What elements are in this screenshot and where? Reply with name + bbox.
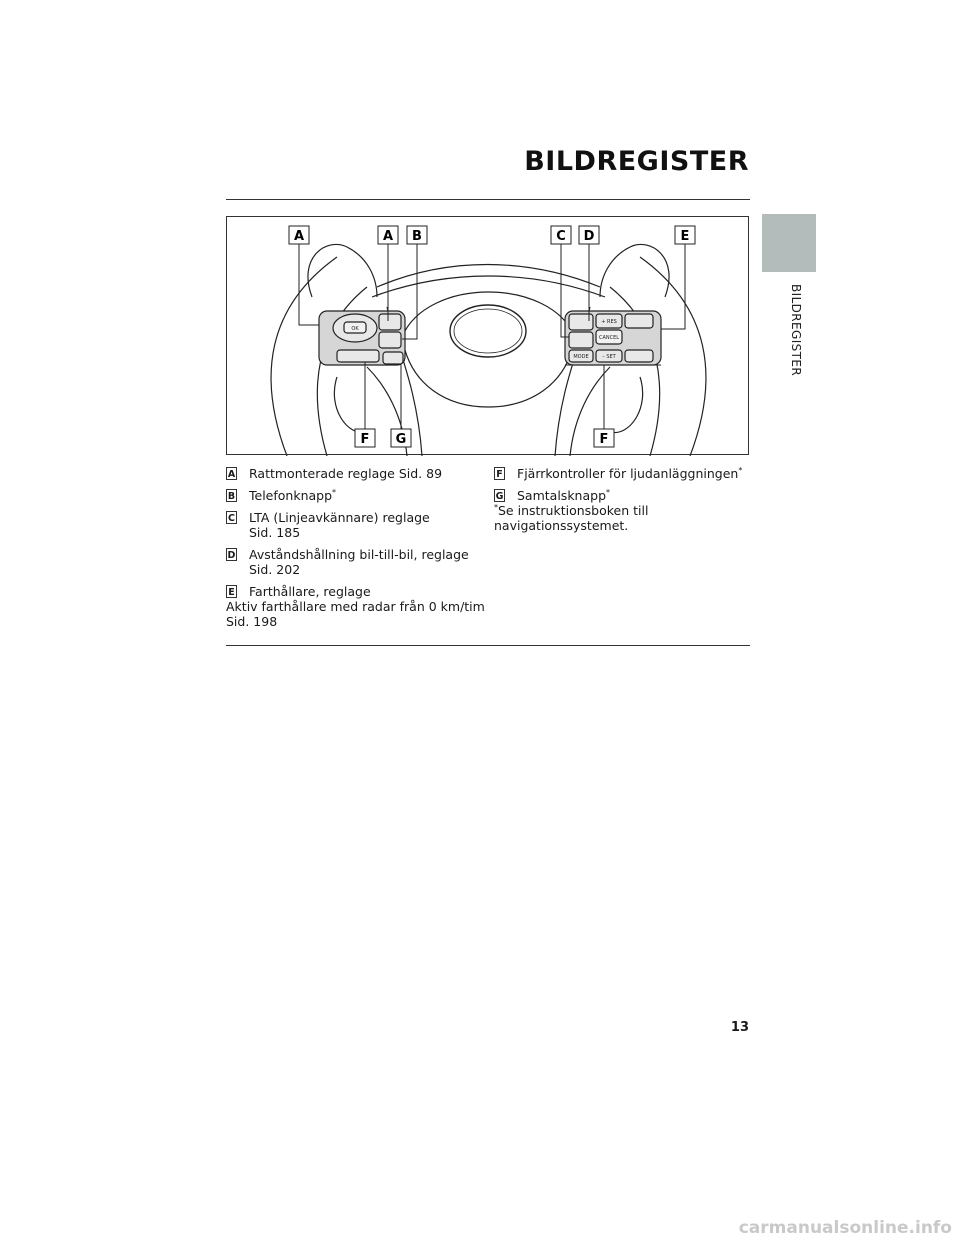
callout-e: E (681, 229, 690, 244)
bottom-divider (226, 645, 750, 646)
legend-letter: B (226, 489, 237, 502)
legend-text: LTA (Linjeavkännare) reglage (249, 510, 430, 525)
asterisk-marker: * (738, 465, 743, 475)
res-button-label: + RES (601, 319, 617, 325)
steering-wheel-figure: OK + RES CANCEL – SET MODE A A B (226, 216, 749, 456)
legend-letter: E (226, 585, 237, 598)
legend-right-column: F Fjärrkontroller för ljudanläggningen* … (494, 466, 756, 533)
callout-a-left: A (294, 229, 304, 244)
asterisk-marker: * (332, 487, 337, 497)
legend-letter: C (226, 511, 237, 524)
asterisk-marker: * (606, 487, 611, 497)
top-divider (226, 199, 750, 200)
legend-item-e: E Farthållare, reglage Aktiv farthållare… (226, 584, 485, 629)
mode-button-label: MODE (573, 354, 588, 360)
section-tab (762, 214, 816, 272)
legend-letter: G (494, 489, 505, 502)
legend-item-c: C LTA (Linjeavkännare) reglage Sid. 185 (226, 510, 476, 540)
legend-text: Farthållare, reglage (249, 584, 371, 599)
legend-text: Samtalsknapp* (517, 487, 611, 503)
callout-a-right: A (383, 229, 393, 244)
set-button-label: – SET (602, 354, 616, 360)
legend-text: Avståndshållning bil-till-bil, reglage (249, 547, 469, 562)
callout-b: B (412, 229, 422, 244)
legend-item-d: D Avståndshållning bil-till-bil, reglage… (226, 547, 476, 577)
callout-d: D (584, 229, 595, 244)
legend-page-ref[interactable]: Sid. 185 (249, 525, 301, 540)
footnote: *Se instruktionsboken till (494, 503, 756, 518)
callout-f-left: F (361, 432, 370, 447)
callout-c: C (556, 229, 566, 244)
section-tab-label: BILDREGISTER (789, 284, 803, 377)
ok-button-label: OK (351, 326, 359, 332)
legend-page-ref[interactable]: Sid. 202 (249, 562, 301, 577)
footnote-marker: * (494, 502, 498, 512)
callout-g: G (396, 432, 407, 447)
footnote-line-1: Se instruktionsboken till (498, 503, 649, 518)
legend-item-b: B Telefonknapp* (226, 488, 476, 503)
legend-text: Telefonknapp* (249, 487, 337, 503)
legend-link-a[interactable]: Rattmonterade reglage Sid. 89 (249, 466, 443, 481)
cancel-button-label: CANCEL (599, 335, 619, 341)
legend-letter: A (226, 467, 237, 480)
page-title: BILDREGISTER (524, 146, 749, 177)
legend-text: Rattmonterade reglage Sid. 89 (249, 466, 442, 481)
legend-page-ref[interactable]: Sid. 198 (226, 614, 278, 629)
legend-item-g: G Samtalsknapp* (494, 488, 756, 503)
legend-item-f: F Fjärrkontroller för ljudanläggningen* (494, 466, 756, 481)
legend-left-column: A Rattmonterade reglage Sid. 89 B Telefo… (226, 466, 485, 636)
legend-letter: D (226, 548, 237, 561)
legend-subtext: Aktiv farthållare med radar från 0 km/ti… (226, 599, 485, 614)
steering-wheel-illustration: OK + RES CANCEL – SET MODE A A B (270, 225, 707, 456)
legend-letter: F (494, 467, 505, 480)
legend-text: Fjärrkontroller för ljudanläggningen* (517, 465, 743, 481)
legend-item-a: A Rattmonterade reglage Sid. 89 (226, 466, 476, 481)
page-number: 13 (730, 1020, 749, 1035)
footnote-line-2: navigationssystemet. (494, 518, 629, 533)
watermark: carmanualsonline.info (738, 1218, 952, 1238)
callout-f-right: F (600, 432, 609, 447)
